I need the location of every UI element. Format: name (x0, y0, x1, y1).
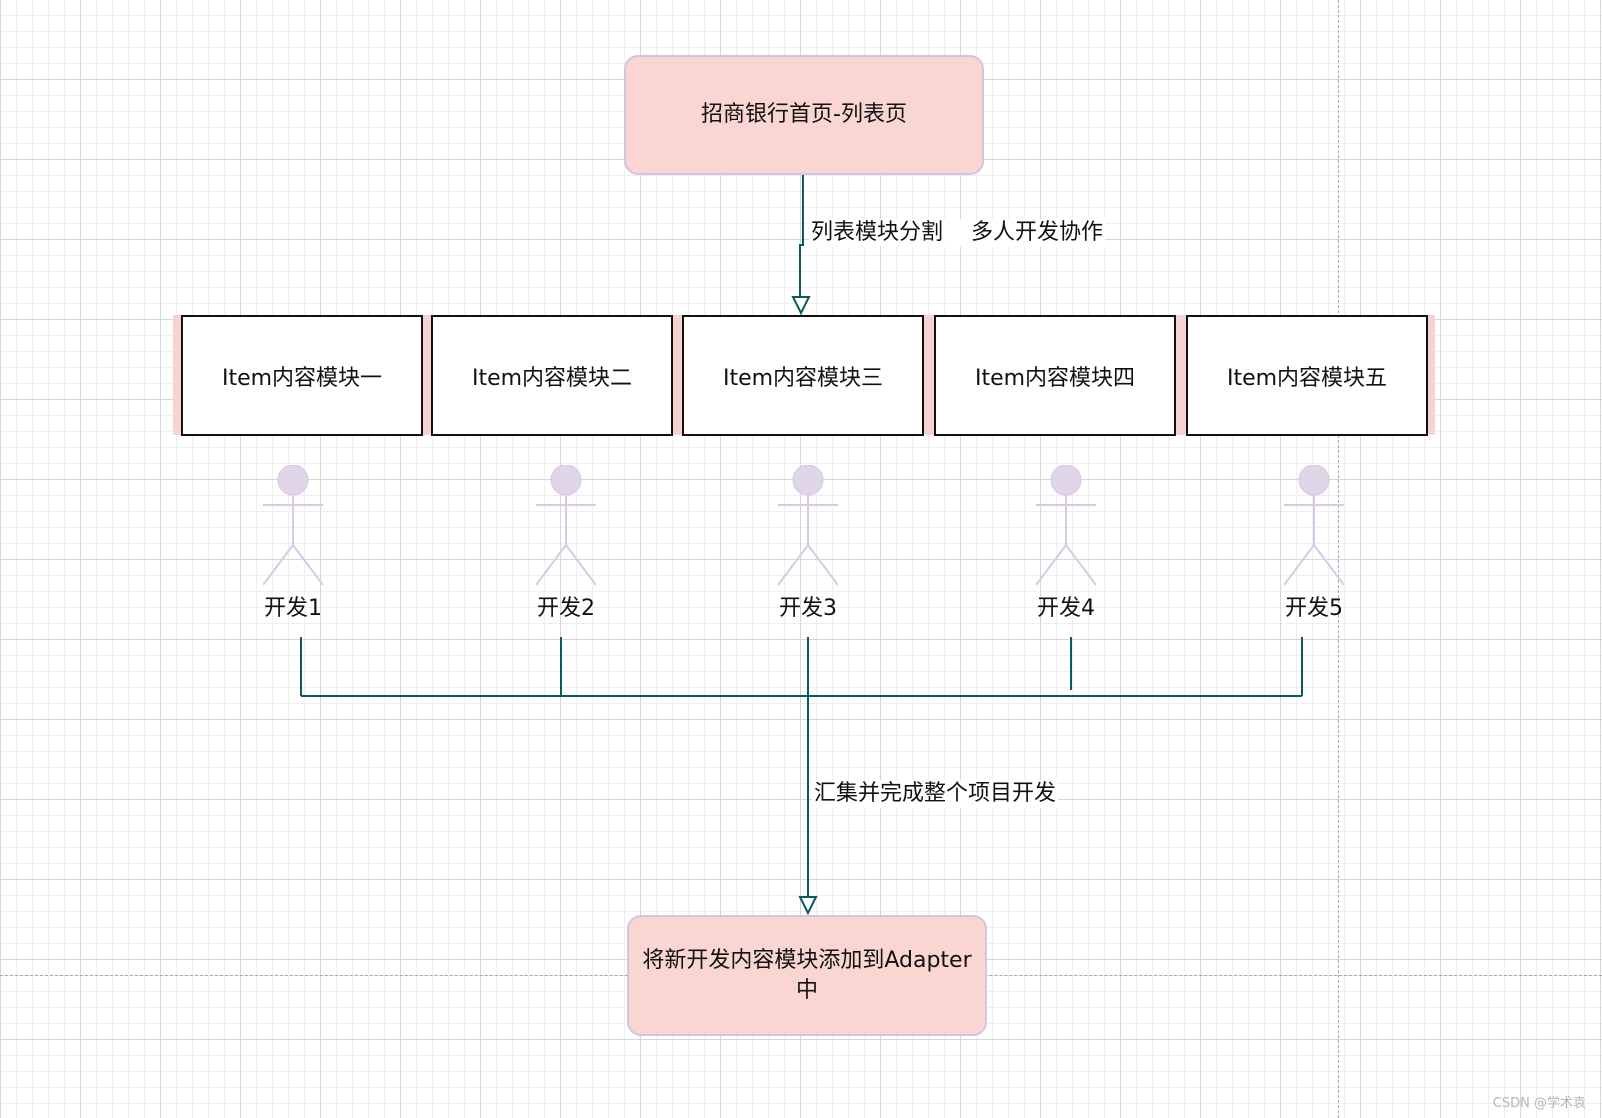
developer-actor-2[interactable]: 开发2 (506, 465, 626, 625)
module-box-1[interactable]: Item内容模块一 (181, 315, 423, 436)
developer-label-3: 开发3 (779, 596, 837, 621)
split-edge-label: 列表模块分割 多人开发协作 (809, 219, 1105, 247)
page-break-vertical-guide (1338, 0, 1339, 1118)
developer-actor-5[interactable]: 开发5 (1254, 465, 1374, 625)
module-label-4: Item内容模块四 (974, 365, 1136, 391)
split-connector (799, 175, 804, 297)
actor-icon (1284, 465, 1344, 586)
adapter-node[interactable]: 将新开发内容模块添加到Adapter中 (627, 915, 987, 1036)
actor-icon (1036, 465, 1096, 586)
actor-icon (536, 465, 596, 586)
merge-arrow-head (798, 896, 818, 916)
merge-edge-label: 汇集并完成整个项目开发 (812, 780, 1059, 808)
module-label-3: Item内容模块三 (722, 365, 884, 391)
module-box-2[interactable]: Item内容模块二 (431, 315, 673, 436)
module-label-2: Item内容模块二 (471, 365, 633, 391)
csdn-watermark: CSDN @学术袁 (1492, 1096, 1586, 1111)
developer-actor-1[interactable]: 开发1 (233, 465, 353, 625)
developer-label-2: 开发2 (537, 596, 595, 621)
actor-icon (263, 465, 323, 586)
actor-icon (778, 465, 838, 586)
developer-actor-3[interactable]: 开发3 (748, 465, 868, 625)
module-label-1: Item内容模块一 (221, 365, 383, 391)
adapter-node-label: 将新开发内容模块添加到Adapter中 (642, 947, 972, 1003)
split-arrow-head (791, 296, 811, 316)
developer-actor-4[interactable]: 开发4 (1006, 465, 1126, 625)
module-box-5[interactable]: Item内容模块五 (1186, 315, 1428, 436)
module-box-3[interactable]: Item内容模块三 (682, 315, 924, 436)
home-list-page-label: 招商银行首页-列表页 (701, 102, 907, 127)
developer-label-5: 开发5 (1285, 596, 1343, 621)
module-label-5: Item内容模块五 (1226, 365, 1388, 391)
developer-label-4: 开发4 (1037, 596, 1095, 621)
module-box-4[interactable]: Item内容模块四 (934, 315, 1176, 436)
home-list-page-node[interactable]: 招商银行首页-列表页 (624, 55, 984, 175)
developer-label-1: 开发1 (264, 596, 322, 621)
